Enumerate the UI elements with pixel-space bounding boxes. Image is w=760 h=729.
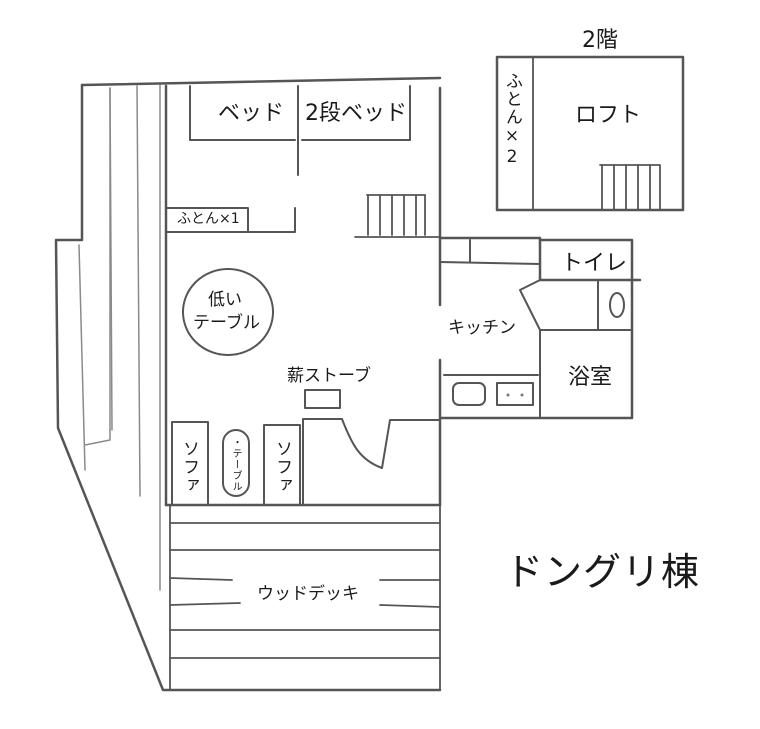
bed-area — [165, 85, 411, 233]
loft-label: ロフト — [575, 103, 642, 128]
toilet-label: トイレ — [561, 251, 628, 276]
wood-deck-lines — [169, 504, 441, 691]
sofa-shapes — [171, 421, 301, 506]
loft-floor-plan — [495, 55, 685, 212]
small-table-label: ・テーブル — [230, 437, 241, 492]
wood-deck-label: ウッドデッキ — [257, 584, 359, 604]
bunk-bed-label: 2段ベッド — [305, 101, 407, 126]
kitchen-label: キッチン — [448, 318, 516, 338]
bed-label: ベッド — [218, 101, 285, 126]
sofa-left-label: ソファ — [179, 440, 199, 494]
building-title: ドングリ棟 — [505, 550, 701, 594]
low-table-shape — [182, 268, 274, 356]
low-table-label-line2: テーブル — [193, 313, 260, 333]
stairs — [354, 194, 441, 238]
bathroom-label: 浴室 — [568, 365, 613, 390]
sink-dots — [506, 393, 524, 397]
left-terrace-boards — [78, 84, 161, 591]
wood-stove-label: 薪ストーブ — [287, 366, 371, 386]
loft-details — [532, 56, 661, 211]
entrance — [302, 418, 441, 506]
sofa-right-label: ソファ — [272, 440, 292, 494]
floor2-label: 2階 — [582, 28, 618, 53]
low-table-label-line1: 低い — [208, 290, 242, 310]
kitchen-top — [439, 239, 633, 419]
loft-futon-label: ふとん×2 — [502, 72, 522, 168]
futon-label: ふとん×1 — [177, 211, 240, 227]
stove-shape — [304, 389, 341, 409]
left-terrace — [54, 76, 442, 692]
